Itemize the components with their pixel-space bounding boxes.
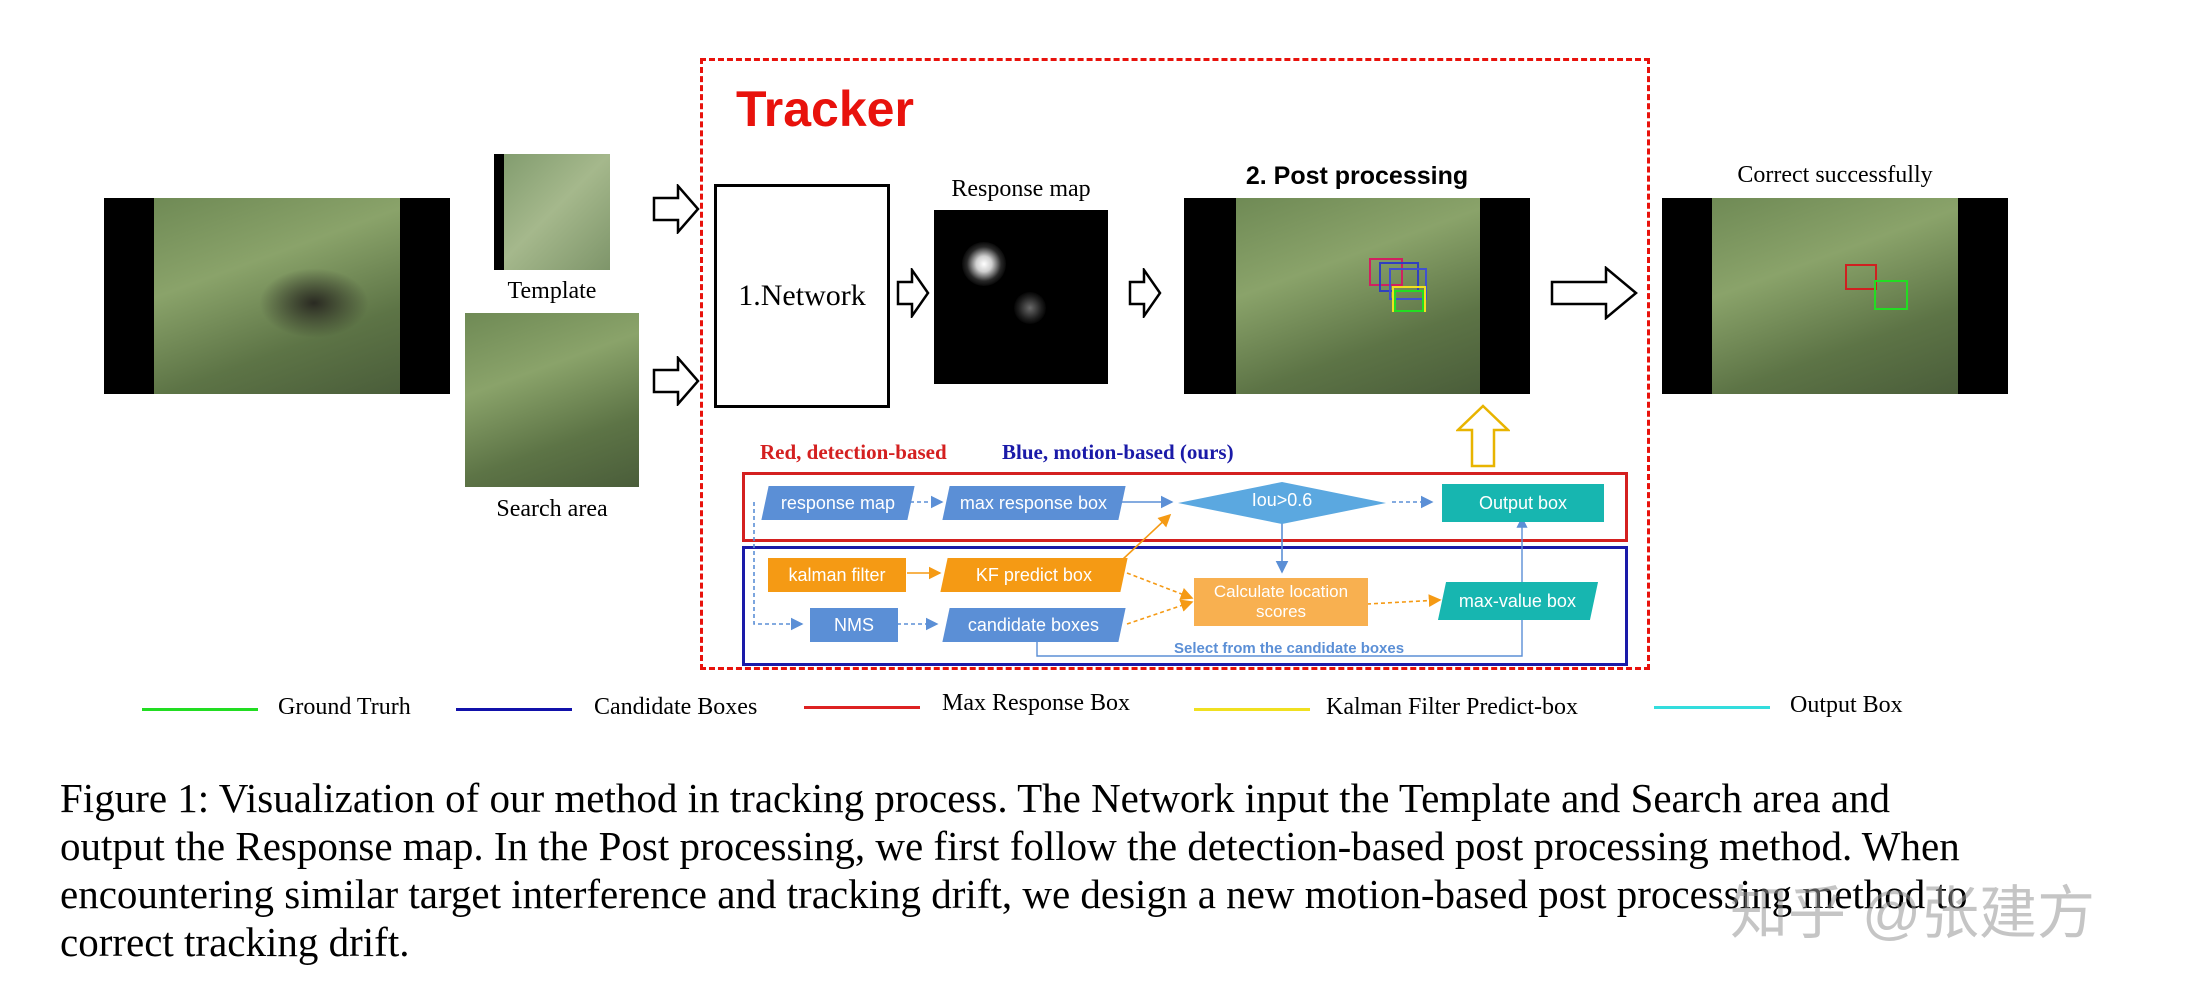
node-nms-label: NMS — [834, 614, 874, 635]
node-max-value-box-label: max-value box — [1459, 590, 1577, 611]
caption-line-2: output the Response map. In the Post pro… — [60, 823, 1960, 869]
node-iou-label: Iou>0.6 — [1251, 490, 1313, 510]
node-iou-diamond — [1178, 482, 1386, 524]
result-image — [1662, 198, 2008, 394]
caption-line-1: Figure 1: Visualization of our method in… — [60, 775, 1891, 821]
legend-label-candidate-boxes: Candidate Boxes — [594, 694, 758, 720]
node-response-map-label: response map — [780, 492, 896, 513]
legend-label-ground-truth: Ground Trurh — [278, 694, 411, 720]
caption-line-3: encountering similar target interference… — [60, 871, 1968, 917]
legend-label-kalman-filter: Kalman Filter Predict-box — [1326, 694, 1578, 720]
node-output-box: Output box — [1442, 484, 1604, 522]
legend-line-output-box — [1654, 706, 1770, 709]
legend-label-output-box: Output Box — [1790, 692, 1903, 718]
watermark: 知乎 @张建方 — [1730, 881, 2095, 946]
node-candidate-boxes-label: candidate boxes — [968, 614, 1100, 635]
legend-line-candidate-boxes — [456, 708, 572, 711]
arrow-up-to-post — [1456, 404, 1510, 468]
arrow-template-to-network — [652, 184, 700, 234]
tracker-box — [700, 58, 1650, 670]
node-kf-predict-box-label: KF predict box — [975, 564, 1093, 585]
node-kf-predict-box: KF predict box — [940, 558, 1128, 592]
node-calculate-location-scores: Calculate location scores — [1194, 578, 1368, 626]
response-map-image — [934, 210, 1108, 384]
tracker-title: Tracker — [736, 81, 914, 137]
node-response-map: response map — [761, 486, 915, 520]
node-output-box-label: Output box — [1478, 492, 1568, 513]
detection-based-region — [742, 472, 1628, 542]
template-image — [494, 154, 610, 270]
result-label: Correct successfully — [1737, 162, 1933, 188]
node-max-response-box: max response box — [942, 486, 1126, 520]
arrow-search-to-network — [652, 356, 700, 406]
template-label: Template — [507, 278, 597, 304]
post-processing-label: 2. Post processing — [1245, 162, 1469, 190]
select-note: Select from the candidate boxes — [1174, 640, 1405, 657]
node-calculate-location-scores-label: Calculate location scores — [1213, 582, 1349, 621]
flow-red-legend: Red, detection-based — [760, 440, 947, 464]
node-nms: NMS — [810, 608, 898, 642]
node-candidate-boxes: candidate boxes — [942, 608, 1126, 642]
legend-line-ground-truth — [142, 708, 258, 711]
search-area-image — [465, 313, 639, 487]
legend-label-max-response-box: Max Response Box — [942, 690, 1130, 716]
arrow-post-to-result — [1550, 266, 1638, 320]
node-max-value-box: max-value box — [1437, 582, 1599, 620]
network-label: 1.Network — [738, 279, 866, 312]
node-kalman-filter-label: kalman filter — [788, 564, 886, 585]
network-box: 1.Network — [714, 184, 890, 408]
input-frame — [104, 198, 450, 394]
node-max-response-box-label: max response box — [960, 492, 1108, 513]
motion-based-region — [742, 546, 1628, 666]
search-area-label: Search area — [496, 496, 608, 522]
legend-line-max-response-box — [804, 706, 920, 709]
node-kalman-filter: kalman filter — [768, 558, 906, 592]
flow-blue-legend: Blue, motion-based (ours) — [1002, 440, 1234, 464]
arrow-response-to-post — [1128, 268, 1162, 318]
post-processing-image — [1184, 198, 1530, 394]
legend-line-kalman-filter — [1194, 708, 1310, 711]
arrow-network-to-response — [896, 268, 930, 318]
caption-line-4: correct tracking drift. — [60, 919, 410, 965]
response-map-label: Response map — [951, 176, 1091, 202]
